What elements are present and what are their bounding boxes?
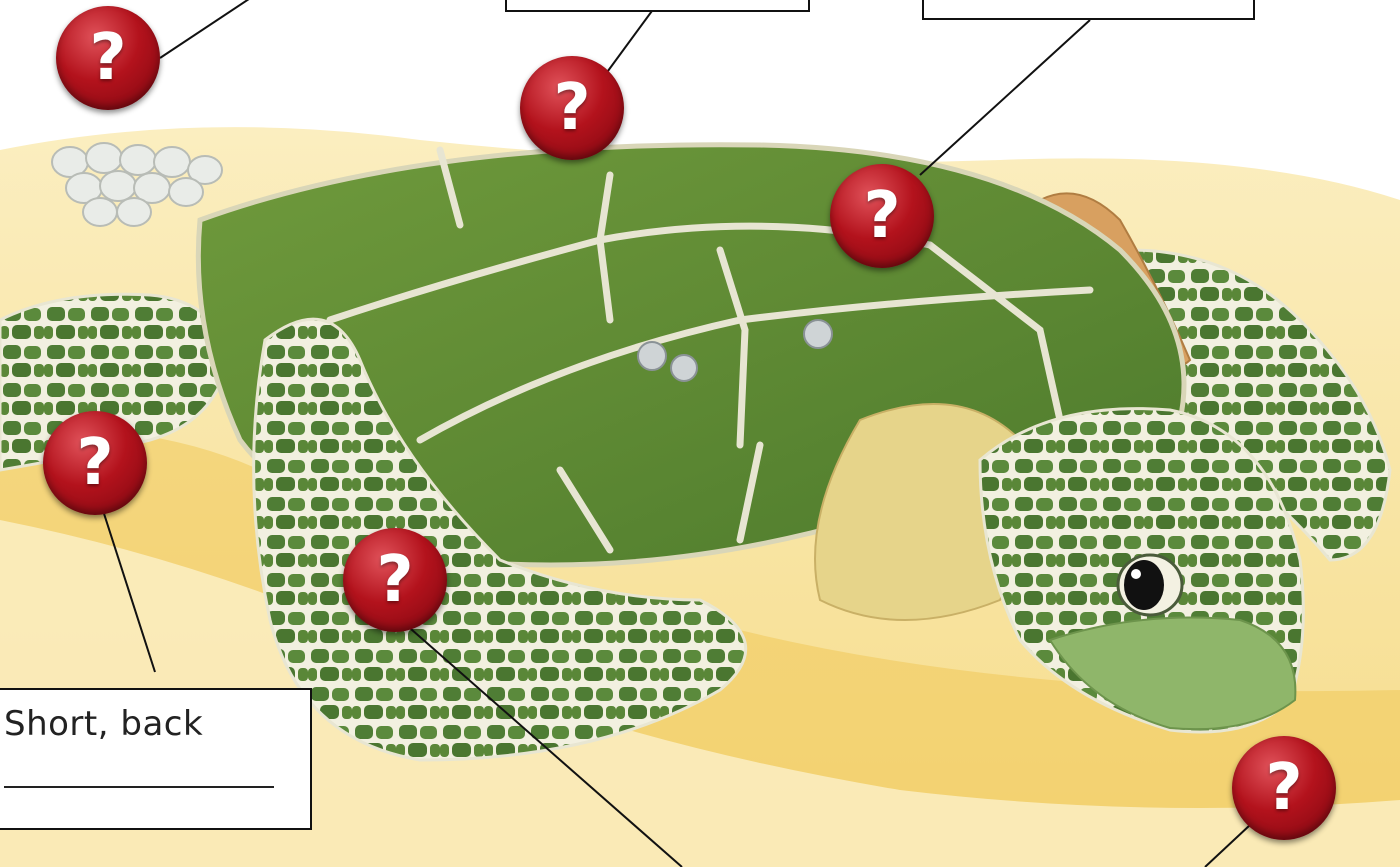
label-box-top-right[interactable] bbox=[922, 0, 1255, 20]
hotspot-front-flipper-button[interactable]: ? bbox=[343, 528, 447, 632]
hotspot-bottom-right-button[interactable]: ? bbox=[1232, 736, 1336, 840]
hotspot-back-flipper-button[interactable]: ? bbox=[43, 411, 147, 515]
label-box-top-middle[interactable] bbox=[505, 0, 810, 12]
question-mark-icon: ? bbox=[76, 431, 113, 495]
answer-blank-line[interactable] bbox=[4, 786, 274, 788]
question-mark-icon: ? bbox=[553, 76, 590, 140]
label-text: Short, back bbox=[4, 704, 203, 744]
question-mark-icon: ? bbox=[1265, 756, 1302, 820]
hotspot-top-left-button[interactable]: ? bbox=[56, 6, 160, 110]
hotspot-shell-top-button[interactable]: ? bbox=[520, 56, 624, 160]
question-mark-icon: ? bbox=[89, 26, 126, 90]
label-box-flipper[interactable]: Short, back bbox=[0, 688, 312, 830]
question-mark-icon: ? bbox=[376, 548, 413, 612]
question-mark-icon: ? bbox=[863, 184, 900, 248]
hotspot-shell-right-button[interactable]: ? bbox=[830, 164, 934, 268]
